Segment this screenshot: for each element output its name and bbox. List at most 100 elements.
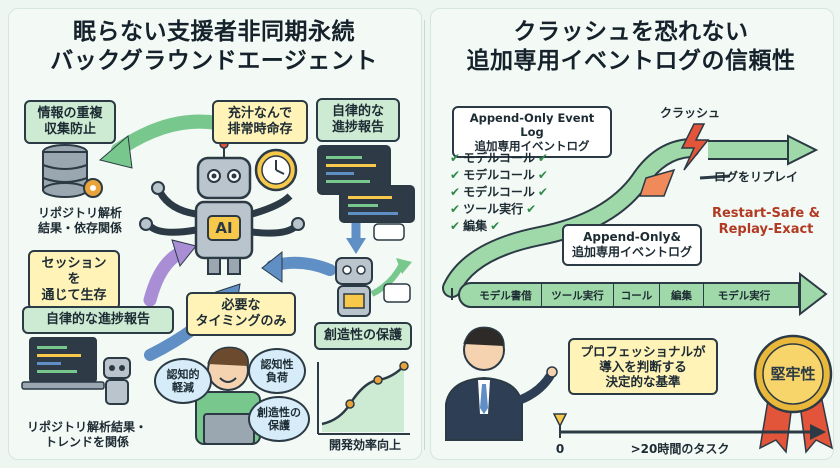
clock-icon bbox=[254, 148, 298, 192]
pipeline-step: モデル書借 bbox=[470, 284, 542, 306]
sufficient-line2: 排常時命存 bbox=[227, 122, 293, 137]
checklist-item: ✔モデルコール✔ bbox=[450, 185, 548, 199]
restart-line1: Restart-Safe & bbox=[711, 206, 821, 221]
restart-line2: Replay-Exact bbox=[718, 222, 814, 237]
right-title: クラッシュを恐れない 追加専用イベントログの信頼性 bbox=[436, 18, 826, 76]
robot-icon bbox=[139, 139, 305, 275]
checklist-item: ✔編集✔ bbox=[450, 219, 501, 233]
pipeline-step-label: コール bbox=[620, 289, 653, 302]
cloud-cognitive-reduce: 認知的軽減 bbox=[154, 358, 212, 404]
businessman-icon bbox=[445, 326, 558, 441]
dedupe-box: 情報の重複 収集防止 bbox=[24, 100, 116, 144]
pipeline-step-label: 編集 bbox=[671, 289, 692, 302]
repo-trend-line2: トレンドを関係 bbox=[44, 435, 129, 449]
sufficient-box: 充汁なんで 排常時命存 bbox=[212, 100, 308, 144]
right-title-line1: クラッシュを恐れない bbox=[513, 19, 749, 45]
developer-icon bbox=[195, 346, 261, 445]
replay-label: ログをリプレイ bbox=[713, 170, 798, 184]
dedupe-label-line2: 収集防止 bbox=[43, 122, 96, 137]
check-icon: ✔ bbox=[450, 202, 461, 216]
database-icon bbox=[42, 144, 88, 198]
pipeline-step: モデル実行 bbox=[704, 284, 784, 306]
creativity-label: 創造性の保護 bbox=[323, 328, 402, 343]
pipeline-step: 編集 bbox=[660, 284, 704, 306]
cloud-creativity-line2: 保護 bbox=[268, 419, 290, 432]
pipeline-step-label: モデル実行 bbox=[717, 289, 771, 302]
repo-analysis-label: リポジトリ解析 結果・依存関係 bbox=[20, 206, 140, 236]
check-icon: ✔ bbox=[450, 185, 461, 199]
autonomous-top-line1: 自律的な bbox=[331, 104, 384, 119]
pipeline-bar: モデル書借 ツール実行 コール 編集 モデル実行 bbox=[458, 282, 800, 308]
checklist-item-label: モデルコール bbox=[463, 168, 535, 182]
log-box-line1: Append-Only Event Log bbox=[469, 111, 595, 139]
panel-divider bbox=[424, 20, 425, 450]
cloud-creativity: 創造性の保護 bbox=[248, 396, 310, 442]
append-box-line2: 追加専用イベントログ bbox=[571, 245, 692, 259]
append-box-line1: Append-Only& bbox=[583, 230, 681, 244]
pipeline-step: コール bbox=[614, 284, 660, 306]
timing-line1: 必要な bbox=[221, 298, 261, 313]
restart-label: Restart-Safe & Replay-Exact bbox=[700, 206, 832, 238]
pipeline-step: ツール実行 bbox=[542, 284, 614, 306]
cloud-cognitive-load: 認知性負荷 bbox=[248, 348, 306, 394]
session-box: セッションを 通じて生存 bbox=[28, 250, 120, 310]
speech-bubble-icon bbox=[373, 223, 405, 241]
pipeline-step-label: モデル書借 bbox=[479, 289, 532, 302]
criteria-line1: プロフェッショナルが bbox=[580, 344, 706, 359]
timeline-label: >20時間のタスク bbox=[630, 442, 730, 456]
dedupe-label-line1: 情報の重複 bbox=[37, 106, 103, 121]
check-icon: ✔ bbox=[450, 219, 461, 233]
cloud-cognitive-reduce-line1: 認知的 bbox=[166, 368, 200, 381]
criteria-box: プロフェッショナルが 導入を判断する 決定的な基準 bbox=[568, 338, 718, 395]
medal-icon bbox=[753, 334, 834, 454]
ai-badge: AI bbox=[215, 219, 233, 237]
repo-analysis-line2: 結果・依存関係 bbox=[37, 221, 122, 235]
check-icon: ✔ bbox=[450, 168, 461, 182]
autonomous-bottom: 自律的な進捗報告 bbox=[45, 312, 150, 327]
gear-icon bbox=[83, 178, 103, 198]
checklist-item-label: モデルコール bbox=[463, 185, 535, 199]
crash-label: クラッシュ bbox=[659, 106, 720, 120]
growth-chart-icon bbox=[317, 361, 410, 435]
cloud-creativity-line1: 創造性の bbox=[257, 406, 301, 419]
code-screen-icon bbox=[317, 145, 415, 223]
checklist-item-label: モデルコール bbox=[463, 151, 535, 165]
checklist-item: ✔ツール実行✔ bbox=[450, 202, 537, 216]
sufficient-line1: 充汁なんで bbox=[227, 106, 293, 121]
creativity-box: 創造性の保護 bbox=[314, 322, 412, 350]
efficiency-label: 開発効率向上 bbox=[328, 438, 401, 452]
repo-trend-line1: リポジトリ解析結果・ bbox=[26, 420, 147, 434]
timeline-start: 0 bbox=[555, 442, 565, 456]
log-box-line2: 追加専用イベントログ bbox=[474, 139, 590, 153]
crash-bolt-icon bbox=[638, 123, 710, 197]
helper-robot-icon bbox=[103, 357, 131, 405]
cloud-cognitive-reduce-line2: 軽減 bbox=[172, 381, 194, 394]
timing-box: 必要な タイミングのみ bbox=[186, 292, 296, 336]
checklist-item: ✔モデルコール✔ bbox=[450, 168, 548, 182]
small-robot-icon bbox=[335, 257, 412, 317]
pipeline-step-label: ツール実行 bbox=[551, 289, 604, 302]
repo-analysis-line1: リポジトリ解析 bbox=[37, 206, 122, 220]
autonomous-report-bottom-box: 自律的な進捗報告 bbox=[22, 306, 174, 334]
checklist-item: ✔モデルコール✔ bbox=[450, 151, 548, 165]
checklist-item-label: 編集 bbox=[463, 219, 488, 233]
autonomous-report-top-box: 自律的な 進捗報告 bbox=[316, 98, 400, 142]
log-box: Append-Only Event Log 追加専用イベントログ bbox=[452, 106, 612, 158]
left-title: 眠らない支援者非同期永続 バックグラウンドエージェント bbox=[14, 18, 414, 76]
criteria-line3: 決定的な基準 bbox=[605, 374, 681, 389]
criteria-line2: 導入を判断する bbox=[599, 359, 687, 374]
laptop-icon bbox=[21, 337, 105, 390]
cloud-cognitive-load-line2: 負荷 bbox=[266, 371, 288, 384]
autonomous-top-line2: 進捗報告 bbox=[331, 120, 384, 135]
cloud-cognitive-load-line1: 認知性 bbox=[260, 358, 294, 371]
right-title-line2: 追加専用イベントログの信頼性 bbox=[466, 48, 796, 74]
left-title-line2: バックグラウンドエージェント bbox=[50, 48, 378, 74]
session-label-line2: 通じて生存 bbox=[41, 288, 107, 303]
timing-line2: タイミングのみ bbox=[195, 314, 287, 329]
check-icon: ✔ bbox=[450, 151, 461, 165]
append-only-box: Append-Only& 追加専用イベントログ bbox=[562, 224, 702, 266]
repo-trend-label: リポジトリ解析結果・ トレンドを関係 bbox=[12, 420, 162, 450]
